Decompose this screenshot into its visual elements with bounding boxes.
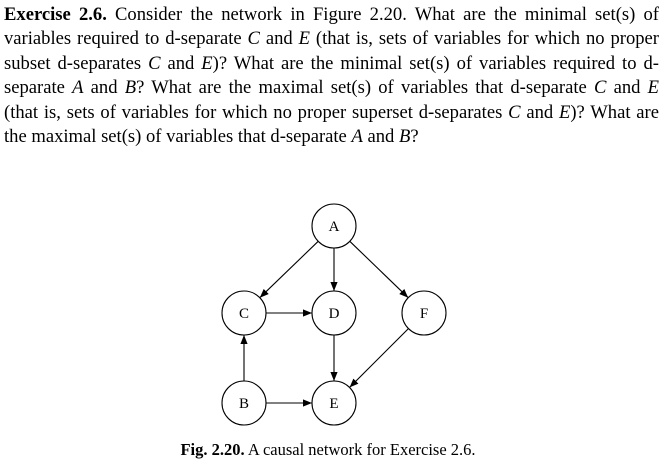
node-circle [311,290,357,336]
var-e: E [298,28,310,50]
edge-f-to-e [349,328,409,388]
node-circle [311,380,357,426]
node-e: E [311,380,357,426]
exercise-text: and [362,126,399,148]
node-label: F [420,306,428,322]
node-label: D [329,306,340,322]
node-circle [221,380,267,426]
exercise-text: )? What are the minimal set(s) of variab… [4,52,659,99]
node-label: E [329,396,338,412]
node-layer: A C D F B E [221,203,447,426]
exercise-text: Consider the network in Figure 2.20. Wha… [4,4,659,50]
exercise-text: and [259,28,299,50]
var-c: C [247,28,260,50]
exercise-text: )? What are the maximal set(s) of variab… [4,101,659,148]
exercise-text: and [520,101,559,123]
var-b: B [398,126,411,148]
exercise-label: Exercise 2.6. [4,4,107,25]
var-c: C [593,77,607,99]
node-a: A [311,203,357,249]
node-b: B [221,380,267,426]
var-e: E [558,101,571,123]
var-c: C [508,101,521,123]
figure-caption: Fig. 2.20. A causal network for Exercise… [0,440,656,460]
exercise-text: and [83,77,125,99]
exercise-text: and [606,77,648,99]
var-e: E [647,77,659,99]
node-label: B [239,396,249,412]
var-b: B [124,77,137,99]
exercise-text: ? [410,126,419,148]
node-label: C [239,306,249,322]
node-circle [221,290,267,336]
node-circle [401,290,447,336]
var-c: C [148,52,161,74]
edge-a-to-c [259,240,319,299]
node-circle [311,203,357,249]
edge-a-to-f [349,240,409,299]
node-f: F [401,290,447,336]
exercise-text: and [160,52,202,74]
exercise-paragraph: Exercise 2.6. Consider the network in Fi… [4,3,659,149]
exercise-text: (that is, sets of variables for which no… [4,101,509,123]
var-a: A [351,126,363,148]
caption-text: A causal network for Exercise 2.6. [244,440,476,459]
edge-layer [240,240,409,407]
var-e: E [201,52,213,74]
var-a: A [72,77,84,99]
node-d: D [311,290,357,336]
node-c: C [221,290,267,336]
caption-label: Fig. 2.20. [180,440,245,459]
exercise-text: ? What are the maximal set(s) of variabl… [136,77,594,99]
node-label: A [329,219,340,235]
exercise-text: (that is, sets of variables for which no… [4,28,659,74]
